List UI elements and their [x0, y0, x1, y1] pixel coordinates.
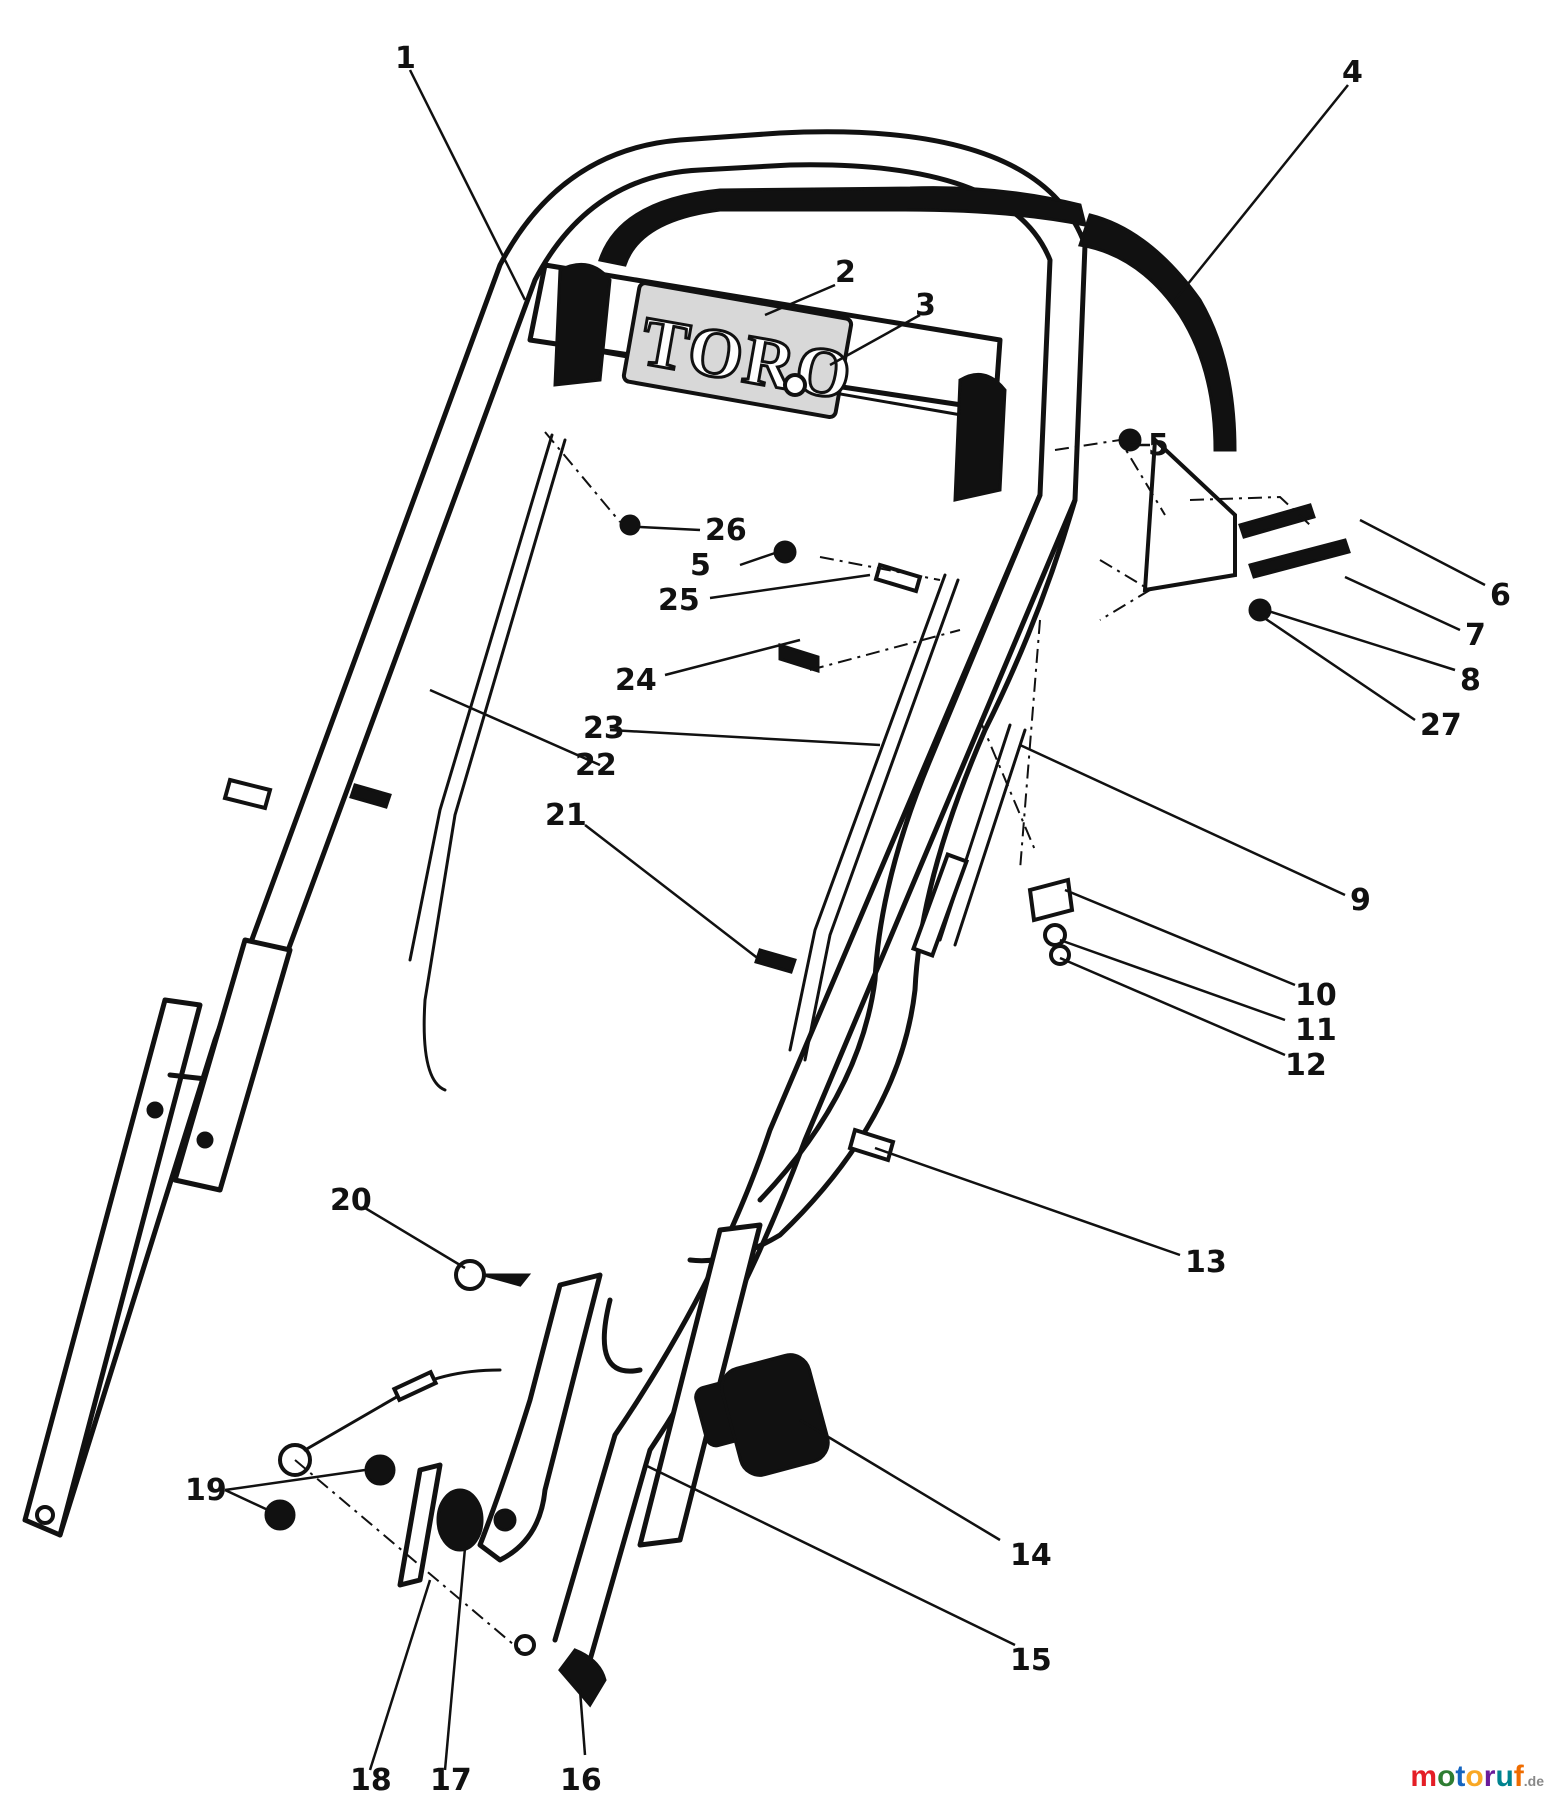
watermark-letter: o — [1437, 1760, 1456, 1793]
watermark-letter: o — [1465, 1760, 1484, 1793]
callout-25: 25 — [658, 583, 700, 618]
callout-20: 20 — [330, 1183, 372, 1218]
callout-9: 9 — [1350, 883, 1371, 918]
callout-labels: 1 2 3 4 5 5 6 7 8 27 9 10 11 12 13 14 15… — [185, 41, 1511, 1798]
callout-2: 2 — [835, 255, 856, 290]
callout-22: 22 — [575, 748, 617, 783]
callout-6: 6 — [1490, 578, 1511, 613]
adjustment-knob — [694, 1353, 830, 1477]
watermark-letter: u — [1495, 1760, 1514, 1793]
callout-24: 24 — [615, 663, 657, 698]
callout-14: 14 — [1010, 1538, 1052, 1573]
hardware — [222, 373, 1351, 1708]
callout-15: 15 — [1010, 1643, 1052, 1678]
callout-5a: 5 — [1148, 428, 1169, 463]
callout-21: 21 — [545, 798, 587, 833]
cables — [408, 433, 1027, 1092]
watermark-letter: t — [1455, 1760, 1466, 1793]
callout-8: 8 — [1460, 663, 1481, 698]
motoruf-watermark: motoruf.de — [1410, 1760, 1544, 1794]
callout-19: 19 — [185, 1473, 227, 1508]
callout-10: 10 — [1295, 978, 1337, 1013]
callout-23: 23 — [583, 711, 625, 746]
watermark-letter: r — [1483, 1760, 1496, 1793]
watermark-letter: m — [1410, 1760, 1438, 1793]
callout-27: 27 — [1420, 708, 1462, 743]
callout-7: 7 — [1465, 618, 1486, 653]
callout-11: 11 — [1295, 1013, 1337, 1048]
callout-5b: 5 — [690, 548, 711, 583]
callout-18: 18 — [350, 1763, 392, 1798]
callout-16: 16 — [560, 1763, 602, 1798]
callout-3: 3 — [915, 288, 936, 323]
callout-1: 1 — [395, 41, 416, 76]
callout-26: 26 — [705, 513, 747, 548]
watermark-letter: f — [1513, 1760, 1524, 1793]
callout-17: 17 — [430, 1763, 472, 1798]
callout-12: 12 — [1285, 1048, 1327, 1083]
callout-13: 13 — [1185, 1245, 1227, 1280]
callout-4: 4 — [1342, 55, 1363, 90]
watermark-tld: .de — [1523, 1773, 1544, 1789]
leader-lines — [224, 69, 1486, 1771]
lower-bracket — [477, 1222, 763, 1656]
lower-left-tube — [22, 937, 293, 1538]
handle-grip — [598, 186, 1237, 452]
